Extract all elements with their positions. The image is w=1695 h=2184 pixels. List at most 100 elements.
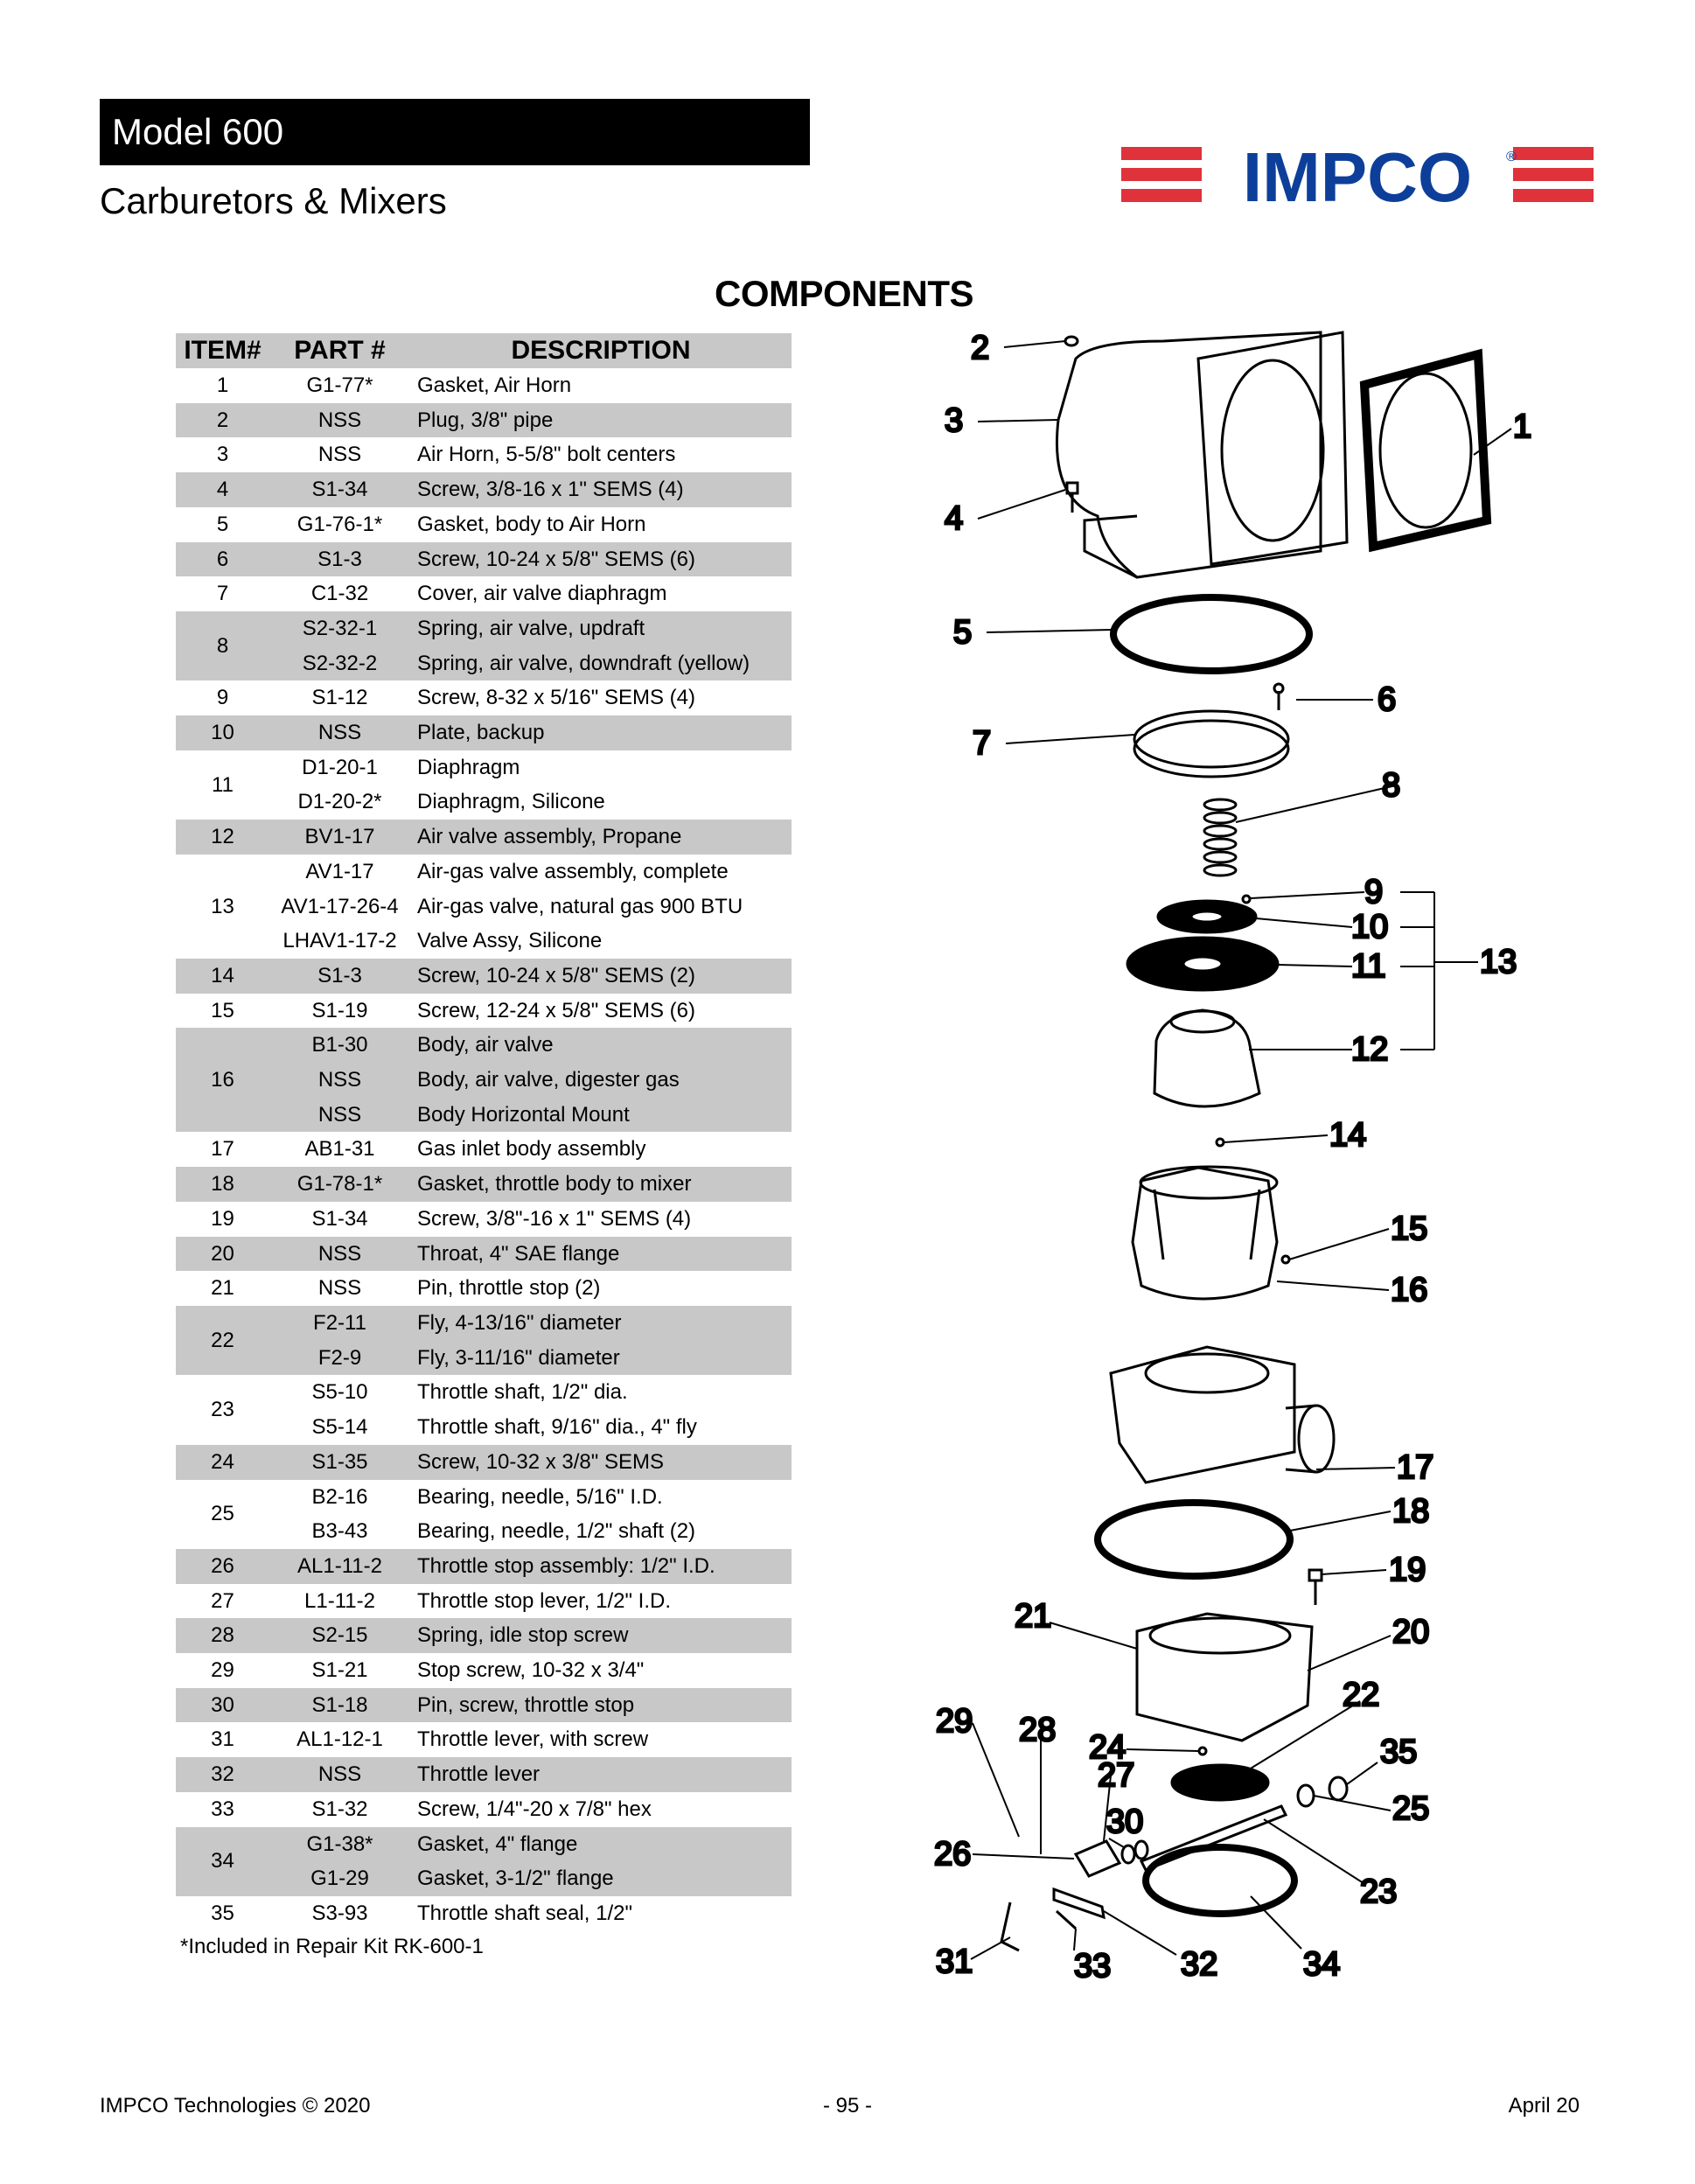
item-number: 12 [211,825,234,849]
footer-copyright: IMPCO Technologies © 2020 [100,2094,371,2118]
air-valve-body-part [1131,1165,1279,1301]
part-description: Fly, 4-13/16" diameter [417,1310,622,1335]
part-number: L1-11-2 [304,1588,375,1613]
item-number: 30 [211,1692,234,1717]
part-description: Throttle shaft, 1/2" dia. [417,1380,628,1405]
diagram-label-17: 17 [1397,1449,1433,1486]
diagram-label-2: 2 [971,330,989,366]
part-number: S5-14 [311,1415,368,1440]
diagram-label-4: 4 [945,500,963,537]
part-number: S2-32-1 [302,616,378,640]
diagram-label-6: 6 [1378,681,1396,718]
item-number: 8 [216,633,229,658]
diagram-label-19: 19 [1389,1552,1426,1588]
table-row: D1-20-2*Diaphragm, Silicone [176,785,792,820]
part-description: Diaphragm [417,755,520,779]
diagram-label-33: 33 [1074,1948,1111,1985]
diagram-label-1: 1 [1513,408,1531,445]
diagram-label-27: 27 [1098,1757,1134,1794]
part-number: S1-12 [311,686,368,710]
diagram-label-9: 9 [1364,874,1383,911]
part-description: Spring, air valve, updraft [417,616,645,640]
part-description: Screw, 8-32 x 5/16" SEMS (4) [417,686,695,710]
item-number: 29 [211,1658,234,1683]
footnote: *Included in Repair Kit RK-600-1 [180,1935,484,1958]
part-number: AV1-17 [305,859,374,883]
air-horn-part [1055,331,1349,579]
item-number: 27 [211,1588,234,1613]
item-number: 6 [216,547,229,571]
item-number: 19 [211,1206,234,1231]
item-number: 11 [212,772,234,797]
header-item: ITEM# [176,333,269,368]
part-description: Diaphragm, Silicone [417,790,605,814]
diagram-label-11: 11 [1351,948,1385,985]
item-number: 10 [211,721,234,745]
diagram-label-15: 15 [1391,1211,1427,1247]
part-number: B2-16 [311,1484,368,1509]
part-description: Gasket, Air Horn [417,373,572,397]
brand-wordmark: IMPCO [1243,142,1472,208]
diagram-label-3: 3 [945,402,963,439]
table-row: 11 D1-20-1 Diaphragm [176,750,792,797]
part-number: S1-34 [311,478,368,502]
part-number: G1-78-1* [296,1172,383,1197]
item-number: 31 [211,1727,234,1752]
part-number: G1-77* [306,373,373,397]
part-description: Body Horizontal Mount [417,1102,630,1127]
part-number: F2-9 [317,1345,362,1370]
part-number: D1-20-1 [302,755,378,779]
item-number: 16 [211,1068,234,1092]
diagram-label-35: 35 [1380,1734,1417,1770]
part-number: S1-3 [317,547,362,571]
part-description: Throttle shaft seal, 1/2" [417,1901,632,1925]
diagram-label-21: 21 [1015,1598,1051,1635]
part-number: S1-32 [311,1797,368,1821]
part-description: Bearing, needle, 5/16" I.D. [417,1484,663,1509]
item-number: 14 [211,963,234,987]
part-description: Throttle stop assembly: 1/2" I.D. [417,1553,715,1578]
part-number: BV1-17 [304,825,375,849]
item-number: 9 [216,686,229,710]
part-description: Gasket, throttle body to mixer [417,1172,692,1197]
diagram-label-20: 20 [1392,1614,1429,1650]
item-number: 25 [211,1502,234,1526]
header-part: PART # [269,333,410,368]
diagram-label-25: 25 [1392,1790,1429,1827]
part-description: Throttle shaft, 9/16" dia., 4" fly [417,1415,697,1440]
part-description: Air-gas valve assembly, complete [417,859,729,883]
part-description: Pin, screw, throttle stop [417,1692,635,1717]
part-number: LHAV1-17-2 [282,929,397,953]
part-description: Body, air valve, digester gas [417,1068,680,1092]
exploded-parts-diagram: 1 2 3 4 5 6 7 8 9 10 11 12 13 14 15 16 1… [933,329,1533,1986]
part-description: Screw, 10-32 x 3/8" SEMS [417,1449,664,1474]
part-description: Screw, 1/4"-20 x 7/8" hex [417,1797,652,1821]
part-description: Gasket, 4" flange [417,1832,578,1856]
item-number: 32 [211,1762,234,1787]
part-description: Gasket, 3-1/2" flange [417,1867,614,1891]
footer-page-number: - 95 - [822,2094,872,2118]
part-number: AV1-17-26-4 [281,894,399,918]
diagram-label-7: 7 [973,725,991,762]
item-number: 3 [216,443,229,467]
